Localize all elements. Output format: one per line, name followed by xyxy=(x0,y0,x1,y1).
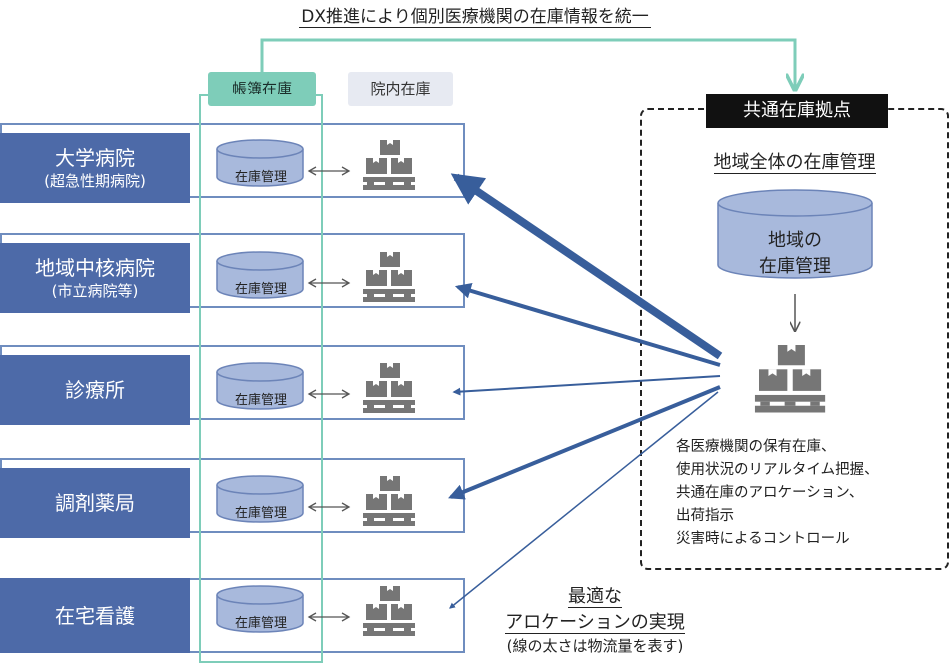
db-label: 在庫管理 xyxy=(234,170,287,185)
onsite-inventory-header: 院内在庫 xyxy=(348,72,453,106)
institution-university-hospital: 大学病院 (超急性期病院) xyxy=(0,133,190,203)
flow-arrow-home-nursing xyxy=(449,391,719,609)
hub-description: 各医療機関の保有在庫、 使用状況のリアルタイム把握、 共通在庫のアロケーション、… xyxy=(676,439,879,547)
institution-subtitle: (超急性期病院) xyxy=(44,172,146,190)
hub-pallet-boxes-icon xyxy=(754,345,826,413)
pallet-boxes-icon xyxy=(363,140,415,190)
flow-arrow-pharmacy xyxy=(448,385,721,500)
double-arrow-icon xyxy=(308,166,350,176)
institution-home-nursing: 在宅看護 xyxy=(0,578,190,653)
pallet-boxes-icon xyxy=(363,586,415,636)
ledger-inventory-frame xyxy=(199,94,323,663)
pallet-boxes-icon xyxy=(363,476,415,526)
institution-regional-hospital: 地域中核病院 (市立病院等) xyxy=(0,243,190,313)
pallet-boxes-icon xyxy=(363,252,415,302)
db-label: 在庫管理 xyxy=(234,393,287,408)
double-arrow-icon xyxy=(308,389,350,399)
hub-title: 共通在庫拠点 xyxy=(706,94,888,128)
institution-subtitle: (市立病院等) xyxy=(51,282,139,300)
hub-db-label: 地域の 在庫管理 xyxy=(759,230,831,277)
db-label: 在庫管理 xyxy=(234,616,287,631)
db-label: 在庫管理 xyxy=(234,282,287,297)
pallet-boxes-icon xyxy=(363,363,415,413)
institution-name: 在宅看護 xyxy=(55,603,135,628)
double-arrow-icon xyxy=(308,502,350,512)
top-title: DX推進により個別医療機関の在庫情報を統一 xyxy=(299,7,651,28)
allocation-caption: 最適な アロケーションの実現 (線の太さは物流量を表す) xyxy=(505,586,685,655)
hub-db-icon xyxy=(717,189,873,279)
institution-name: 診療所 xyxy=(65,378,125,402)
institution-name: 調剤薬局 xyxy=(55,491,135,515)
institution-name: 地域中核病院 xyxy=(35,256,155,280)
double-arrow-icon xyxy=(308,612,350,622)
flow-arrow-clinic xyxy=(452,375,721,396)
institution-name: 大学病院 xyxy=(55,146,135,170)
double-arrow-icon xyxy=(308,278,350,288)
institution-pharmacy: 調剤薬局 xyxy=(0,468,190,538)
hub-subtitle: 地域全体の在庫管理 xyxy=(713,152,876,174)
teal-connector-arrow xyxy=(260,38,795,88)
flow-arrow-university-hospital xyxy=(450,173,723,360)
institution-clinic: 診療所 xyxy=(0,355,190,425)
ledger-inventory-header: 帳簿在庫 xyxy=(208,72,316,106)
db-label: 在庫管理 xyxy=(234,506,287,521)
flow-arrow-regional-hospital xyxy=(454,282,721,367)
